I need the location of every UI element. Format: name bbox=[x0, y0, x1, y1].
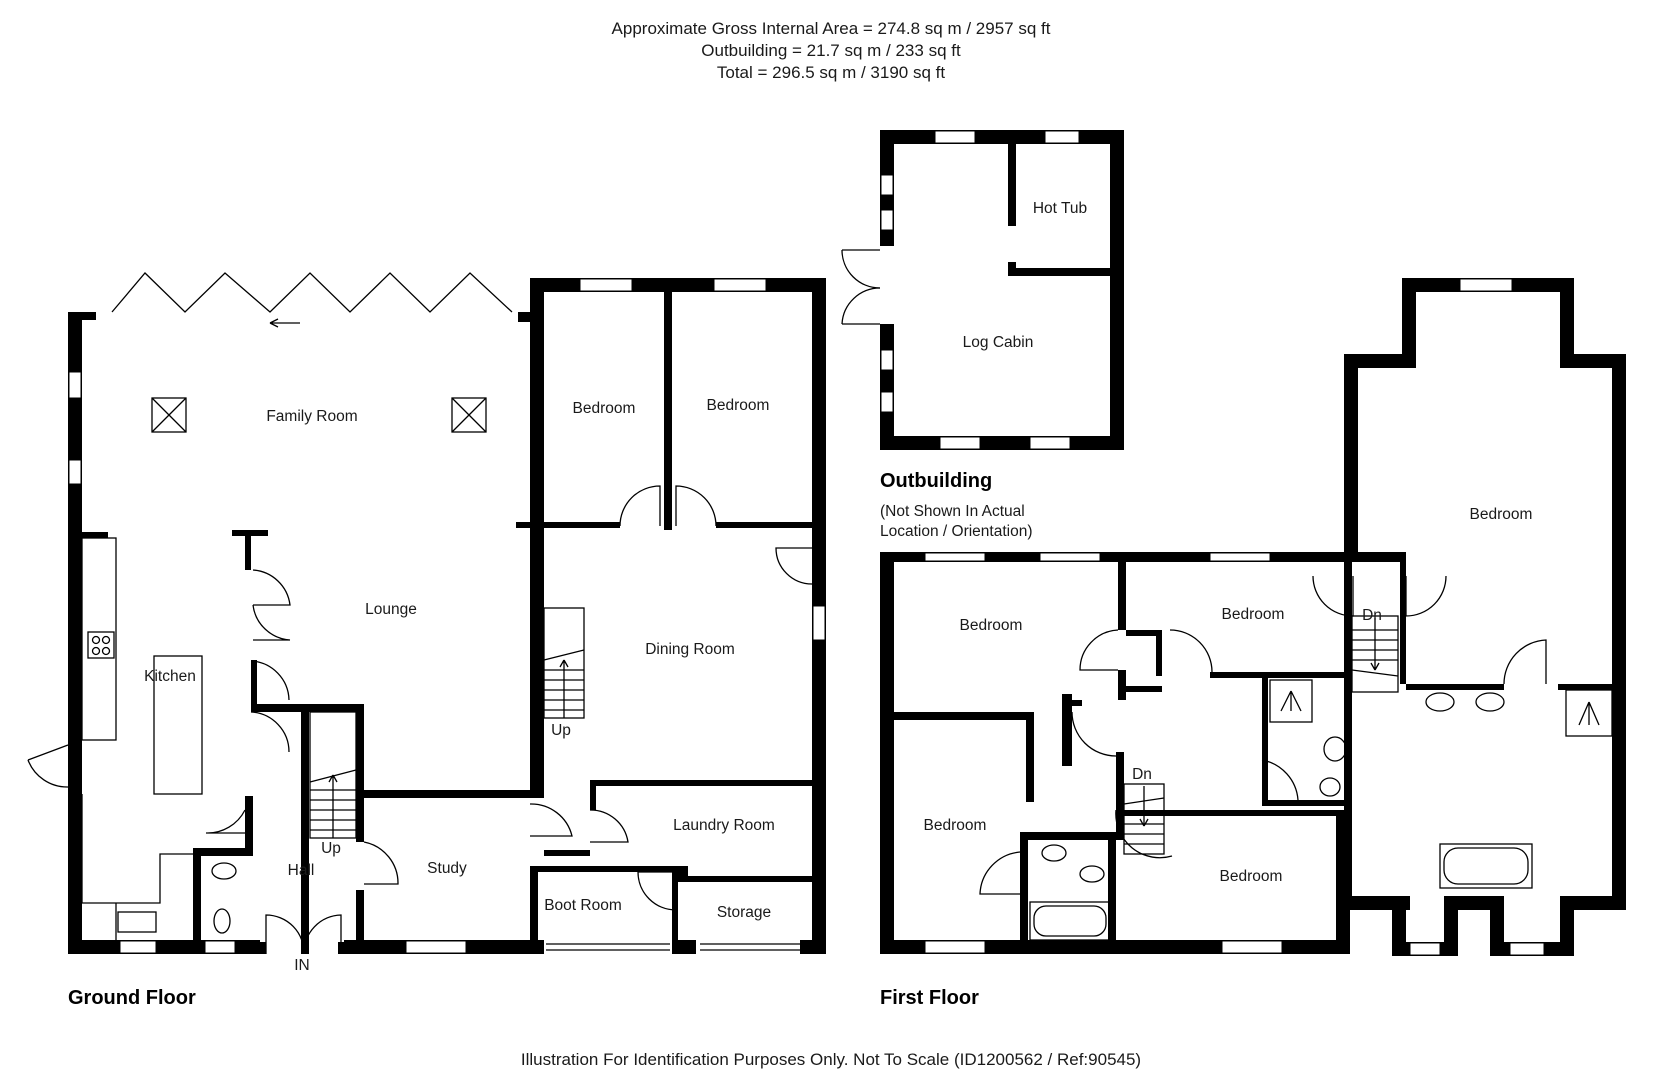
room-label-laundry-room: Laundry Room bbox=[673, 817, 775, 834]
stair-label-dn-landing: Dn bbox=[1132, 766, 1152, 783]
room-label-study: Study bbox=[427, 860, 467, 877]
room-label-bedroom-f-n: Bedroom bbox=[1222, 606, 1285, 623]
room-label-storage: Storage bbox=[717, 904, 771, 921]
room-label-bedroom-f-e: Bedroom bbox=[1470, 506, 1533, 523]
area-line-total: Total = 296.5 sq m / 3190 sq ft bbox=[716, 63, 946, 82]
first-floor-title: First Floor bbox=[880, 987, 979, 1009]
room-label-dining-room: Dining Room bbox=[645, 641, 735, 658]
disclaimer-footer: Illustration For Identification Purposes… bbox=[520, 1050, 1142, 1069]
room-label-bedroom-f-s: Bedroom bbox=[1220, 868, 1283, 885]
outbuilding-note-2: Location / Orientation) bbox=[880, 523, 1033, 540]
room-label-bedroom-g2: Bedroom bbox=[707, 397, 770, 414]
room-label-hot-tub: Hot Tub bbox=[1033, 200, 1087, 217]
stair-label-dn-right: Dn bbox=[1362, 607, 1382, 624]
room-label-lounge: Lounge bbox=[365, 601, 417, 618]
area-line-gross: Approximate Gross Internal Area = 274.8 … bbox=[611, 19, 1051, 38]
stair-label-up-hall: Up bbox=[321, 840, 341, 857]
entrance-label: IN bbox=[294, 957, 310, 974]
outbuilding-note-1: (Not Shown In Actual bbox=[880, 503, 1025, 520]
room-label-boot-room: Boot Room bbox=[544, 897, 622, 914]
ground-floor-plan bbox=[27, 272, 826, 955]
room-label-bedroom-f-nw: Bedroom bbox=[960, 617, 1023, 634]
room-label-log-cabin: Log Cabin bbox=[963, 334, 1034, 351]
ground-floor-title: Ground Floor bbox=[68, 987, 196, 1009]
room-label-family-room: Family Room bbox=[266, 408, 357, 425]
room-label-hall: Hall bbox=[288, 862, 315, 879]
room-label-bedroom-g1: Bedroom bbox=[573, 400, 636, 417]
first-floor-plan bbox=[880, 278, 1626, 956]
area-line-outbuilding: Outbuilding = 21.7 sq m / 233 sq ft bbox=[701, 41, 961, 60]
room-label-bedroom-f-sw: Bedroom bbox=[924, 817, 987, 834]
outbuilding-title: Outbuilding bbox=[880, 470, 992, 492]
outbuilding-plan bbox=[841, 130, 1124, 450]
room-label-kitchen: Kitchen bbox=[144, 668, 196, 685]
stair-label-up-dining: Up bbox=[551, 722, 571, 739]
